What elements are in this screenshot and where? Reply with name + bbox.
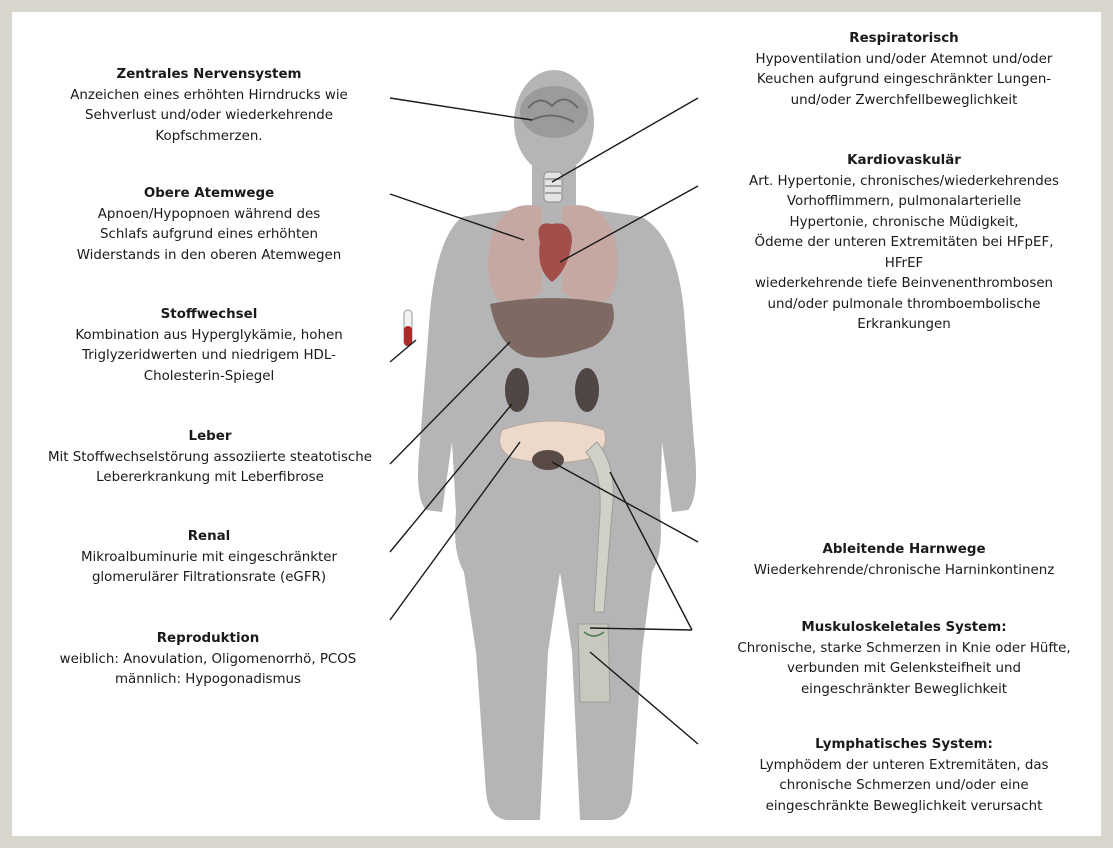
label-lymphatisch-line: chronische Schmerzen und/oder eine [712, 776, 1096, 797]
label-harnwege-line: Wiederkehrende/chronische Harninkontinen… [712, 561, 1096, 582]
label-kardiovaskulaer-line: Vorhofflimmern, pulmonalarterielle [712, 192, 1096, 213]
blood-tube-icon [404, 310, 412, 346]
label-muskuloskeletal-line: verbunden mit Gelenksteifheit und [712, 659, 1096, 680]
label-respiratorisch-line: Hypoventilation und/oder Atemnot und/ode… [712, 50, 1096, 71]
label-stoffwechsel: Stoffwechsel Kombination aus Hyperglykäm… [34, 305, 384, 387]
label-renal-line: Mikroalbuminurie mit eingeschränkter [34, 548, 384, 569]
label-lymphatisch-line: eingeschränkte Beweglichkeit verursacht [712, 797, 1096, 818]
label-kardiovaskulaer-line: wiederkehrende tiefe Beinvenenthrombosen [712, 274, 1096, 295]
label-kardiovaskulaer-line: Hypertonie, chronische Müdigkeit, [712, 213, 1096, 234]
label-kardiovaskulaer-title: Kardiovaskulär [712, 151, 1096, 172]
label-stoffwechsel-line: Triglyzeridwerten und niedrigem HDL- [34, 346, 384, 367]
label-stoffwechsel-line: Kombination aus Hyperglykämie, hohen [34, 326, 384, 347]
label-leber-line: Lebererkrankung mit Leberfibrose [18, 468, 402, 489]
label-stoffwechsel-title: Stoffwechsel [34, 305, 384, 326]
label-obere-atemwege: Obere Atemwege Apnoen/Hypopnoen während … [34, 184, 384, 266]
label-respiratorisch-title: Respiratorisch [712, 29, 1096, 50]
label-lymphatisch: Lymphatisches System: Lymphödem der unte… [712, 735, 1096, 817]
label-reproduktion-line: männlich: Hypogonadismus [28, 670, 388, 691]
label-lymphatisch-line: Lymphödem der unteren Extremitäten, das [712, 756, 1096, 777]
label-kardiovaskulaer-line: Art. Hypertonie, chronisches/wiederkehre… [712, 172, 1096, 193]
label-renal: Renal Mikroalbuminurie mit eingeschränkt… [34, 527, 384, 589]
leader-zns [390, 98, 532, 120]
label-respiratorisch-line: Keuchen aufgrund eingeschränkter Lungen- [712, 70, 1096, 91]
label-leber-line: Mit Stoffwechselstörung assoziierte stea… [18, 448, 402, 469]
label-harnwege-title: Ableitende Harnwege [712, 540, 1096, 561]
label-stoffwechsel-line: Cholesterin-Spiegel [34, 367, 384, 388]
label-obere-atemwege-line: Schlafs aufgrund eines erhöhten [34, 225, 384, 246]
label-kardiovaskulaer-line: und/oder pulmonale thromboembolische [712, 295, 1096, 316]
label-zns: Zentrales Nervensystem Anzeichen eines e… [34, 65, 384, 147]
brain-icon [520, 86, 588, 138]
label-obere-atemwege-line: Apnoen/Hypopnoen während des [34, 205, 384, 226]
leader-stoffwechsel [390, 340, 416, 362]
label-obere-atemwege-line: Widerstands in den oberen Atemwegen [34, 246, 384, 267]
label-obere-atemwege-title: Obere Atemwege [34, 184, 384, 205]
label-renal-title: Renal [34, 527, 384, 548]
label-kardiovaskulaer-line: Erkrankungen [712, 315, 1096, 336]
figure-frame: Zentrales Nervensystem Anzeichen eines e… [12, 12, 1101, 836]
trachea-icon [544, 172, 562, 202]
label-zns-line: Kopfschmerzen. [34, 127, 384, 148]
label-respiratorisch: Respiratorisch Hypoventilation und/oder … [712, 29, 1096, 111]
label-kardiovaskulaer: Kardiovaskulär Art. Hypertonie, chronisc… [712, 151, 1096, 336]
label-reproduktion-title: Reproduktion [28, 629, 388, 650]
label-zns-line: Anzeichen eines erhöhten Hirndrucks wie [34, 86, 384, 107]
label-lymphatisch-title: Lymphatisches System: [712, 735, 1096, 756]
label-kardiovaskulaer-line: HFrEF [712, 254, 1096, 275]
label-respiratorisch-line: und/oder Zwerchfellbeweglichkeit [712, 91, 1096, 112]
label-zns-line: Sehverlust und/oder wiederkehrende [34, 106, 384, 127]
label-muskuloskeletal-line: eingeschränkter Beweglichkeit [712, 680, 1096, 701]
label-zns-title: Zentrales Nervensystem [34, 65, 384, 86]
label-muskuloskeletal: Muskuloskeletales System: Chronische, st… [712, 618, 1096, 700]
label-reproduktion: Reproduktion weiblich: Anovulation, Olig… [28, 629, 388, 691]
label-kardiovaskulaer-line: Ödeme der unteren Extremitäten bei HFpEF… [712, 233, 1096, 254]
label-muskuloskeletal-title: Muskuloskeletales System: [712, 618, 1096, 639]
label-renal-line: glomerulärer Filtrationsrate (eGFR) [34, 568, 384, 589]
label-leber: Leber Mit Stoffwechselstörung assoziiert… [18, 427, 402, 489]
label-leber-title: Leber [18, 427, 402, 448]
label-muskuloskeletal-line: Chronische, starke Schmerzen in Knie ode… [712, 639, 1096, 660]
label-reproduktion-line: weiblich: Anovulation, Oligomenorrhö, PC… [28, 650, 388, 671]
label-harnwege: Ableitende Harnwege Wiederkehrende/chron… [712, 540, 1096, 581]
